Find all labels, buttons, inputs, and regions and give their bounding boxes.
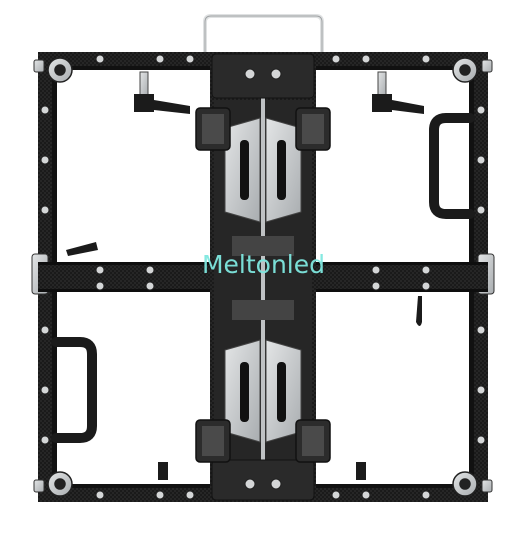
- side-handles: [51, 113, 475, 443]
- mounting-holes: [40, 54, 486, 500]
- cam-levers: [66, 71, 424, 480]
- corner-bosses: [47, 57, 478, 497]
- spine-plates: [224, 117, 302, 443]
